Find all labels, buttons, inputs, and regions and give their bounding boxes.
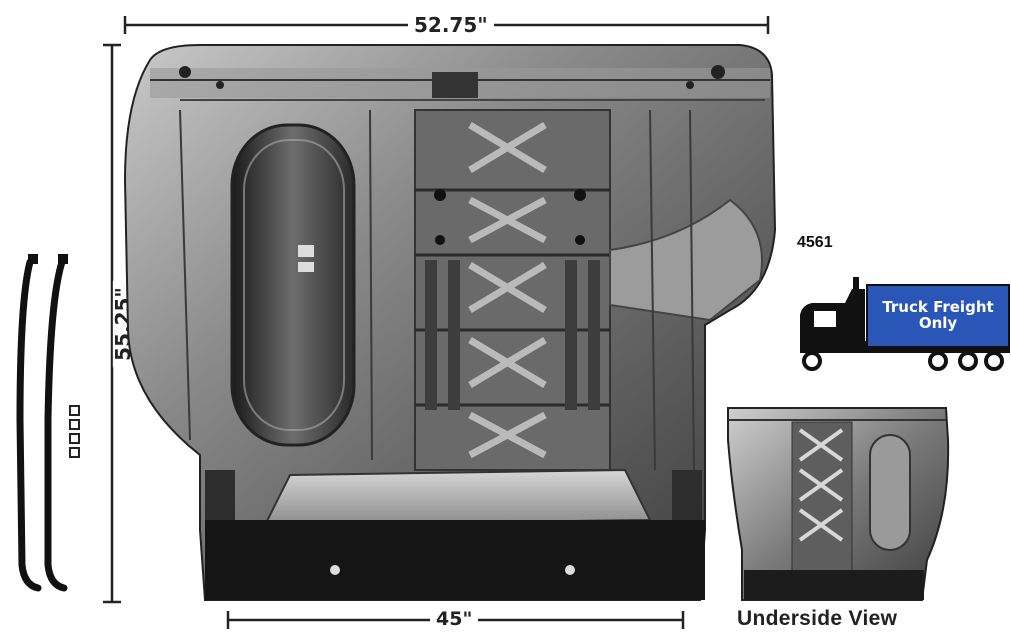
top-width-label: 52.75" [408, 15, 494, 35]
truck-freight-line2: Only [918, 314, 958, 332]
truck-freight-line1: Truck Freight [882, 298, 994, 317]
bottom-width-label: 45" [430, 610, 479, 629]
truck-freight-badge: Truck Freight Only [866, 284, 1010, 348]
underside-view-image [727, 407, 950, 601]
underside-view-caption: Underside View [737, 607, 898, 630]
part-number: 4561 [797, 234, 833, 251]
tank-straps-image [16, 254, 80, 592]
